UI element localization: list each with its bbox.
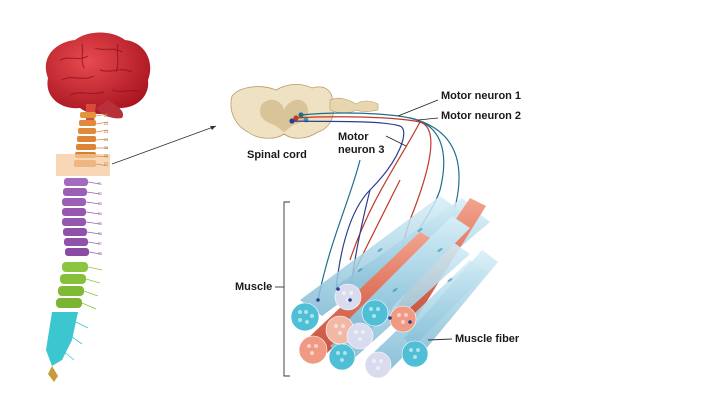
svg-text:T8: T8: [98, 252, 102, 256]
svg-text:T3: T3: [98, 202, 102, 206]
muscle-bracket: [283, 201, 290, 377]
label-motor-neuron-3: Motor neuron 3: [338, 131, 384, 157]
label-motor-neuron-3-line1: Motor: [338, 131, 369, 143]
lumbar-nerves: [81, 266, 103, 310]
svg-text:C5: C5: [104, 146, 108, 150]
muscle-fiber-leader: [427, 338, 453, 341]
label-spinal-cord: Spinal cord: [247, 149, 307, 161]
label-muscle-fiber: Muscle fiber: [455, 333, 520, 345]
spinal-cord-section: [230, 84, 379, 139]
svg-text:C7: C7: [104, 162, 108, 166]
svg-text:C1: C1: [104, 114, 108, 118]
svg-text:C3: C3: [104, 130, 108, 134]
pointer-line: [111, 125, 217, 165]
label-motor-neuron-2: Motor neuron 2: [441, 110, 522, 122]
sacral-region: [46, 312, 78, 382]
svg-text:T4: T4: [98, 212, 102, 216]
label-motor-neuron-3-line2: neuron 3: [338, 144, 385, 156]
lumbar-vertebrae: [56, 262, 88, 308]
svg-text:T7: T7: [98, 242, 102, 246]
highlight-region: [56, 154, 110, 176]
svg-text:C4: C4: [104, 138, 108, 142]
svg-text:T5: T5: [98, 222, 102, 226]
label-muscle: Muscle: [235, 281, 273, 293]
svg-text:T2: T2: [98, 192, 102, 196]
cervical-nerves: [95, 113, 109, 167]
thoracic-nerves: [85, 181, 101, 255]
svg-text:C6: C6: [104, 154, 108, 158]
sacral-nerves: [61, 319, 89, 361]
svg-text:T1: T1: [98, 182, 102, 186]
svg-text:C2: C2: [104, 122, 108, 126]
thoracic-vertebrae: [62, 178, 89, 256]
muscle-fibers: [290, 196, 498, 379]
brain-illustration: [45, 32, 151, 122]
svg-text:T6: T6: [98, 232, 102, 236]
label-motor-neuron-1: Motor neuron 1: [441, 90, 522, 102]
